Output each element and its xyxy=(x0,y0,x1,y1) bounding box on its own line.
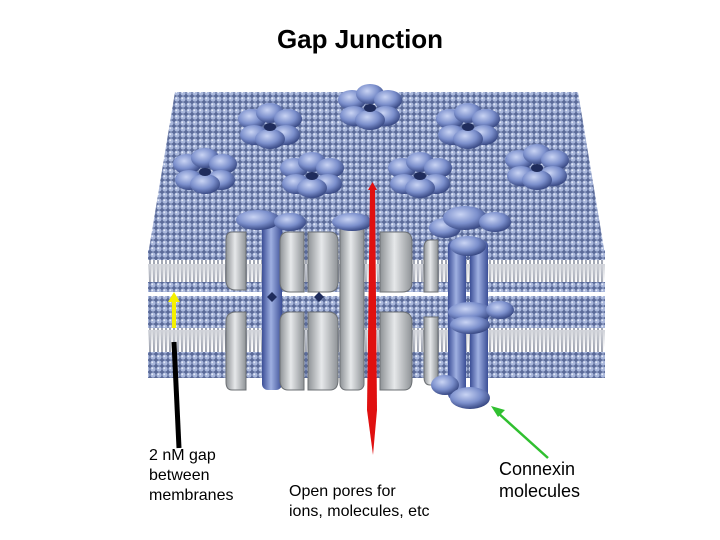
pore-markers xyxy=(267,292,324,302)
gap-label: 2 nM gap between membranes xyxy=(149,447,234,504)
gap-pointer-line xyxy=(171,341,182,449)
pore-pointer-arrow xyxy=(367,182,377,455)
pore-label: Open pores for ions, molecules, etc xyxy=(289,483,430,520)
channel-cross-sections xyxy=(225,210,461,391)
gap-indicator-arrow xyxy=(168,292,180,328)
connexin-column xyxy=(431,206,514,409)
diagram-title: Gap Junction xyxy=(276,24,444,54)
lipid-bilayer-upper xyxy=(148,250,605,292)
connexin-label: Connexin molecules xyxy=(499,459,581,501)
connexin-pointer-arrow xyxy=(491,406,549,459)
